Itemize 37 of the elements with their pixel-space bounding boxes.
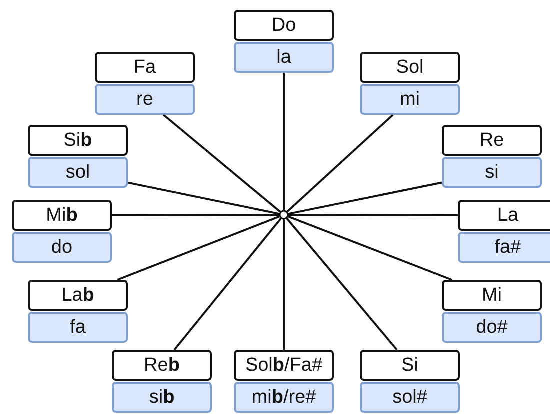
- minor-key-box: la: [234, 42, 334, 73]
- center-dot: [279, 210, 289, 220]
- major-key-box: Sol: [360, 52, 460, 83]
- connector-line: [286, 114, 394, 214]
- minor-key-box: si: [442, 157, 542, 188]
- major-key-box: Do: [234, 10, 334, 41]
- minor-key-box: sol: [28, 157, 128, 188]
- minor-key-box: fa#: [458, 232, 550, 263]
- connector-line: [128, 182, 280, 216]
- major-key-box: Mib: [12, 200, 112, 231]
- minor-key-box: mi: [360, 84, 460, 115]
- major-key-box: Re: [442, 125, 542, 156]
- minor-key-box: fa: [28, 312, 128, 343]
- connector-line: [174, 217, 282, 351]
- major-key-box: Fa: [95, 52, 195, 83]
- major-key-box: La: [458, 200, 550, 231]
- connector-line: [288, 182, 442, 216]
- connector-line: [283, 73, 285, 211]
- minor-key-box: do: [12, 232, 112, 263]
- major-key-box: Mi: [442, 280, 542, 311]
- connector-line: [287, 216, 452, 281]
- major-key-box: Lab: [28, 280, 128, 311]
- connector-line: [117, 216, 281, 281]
- minor-key-box: sib: [112, 382, 212, 413]
- minor-key-box: sol#: [360, 382, 460, 413]
- connector-line: [112, 214, 280, 216]
- connector-line: [288, 214, 458, 216]
- connector-line: [163, 114, 282, 214]
- major-key-box: Sib: [28, 125, 128, 156]
- connector-line: [286, 217, 398, 351]
- connector-line: [283, 219, 285, 350]
- minor-key-box: re: [95, 84, 195, 115]
- minor-key-box: mib/re#: [234, 382, 334, 413]
- minor-key-box: do#: [442, 312, 542, 343]
- major-key-box: Solb/Fa#: [234, 350, 334, 381]
- major-key-box: Si: [360, 350, 460, 381]
- major-key-box: Reb: [112, 350, 212, 381]
